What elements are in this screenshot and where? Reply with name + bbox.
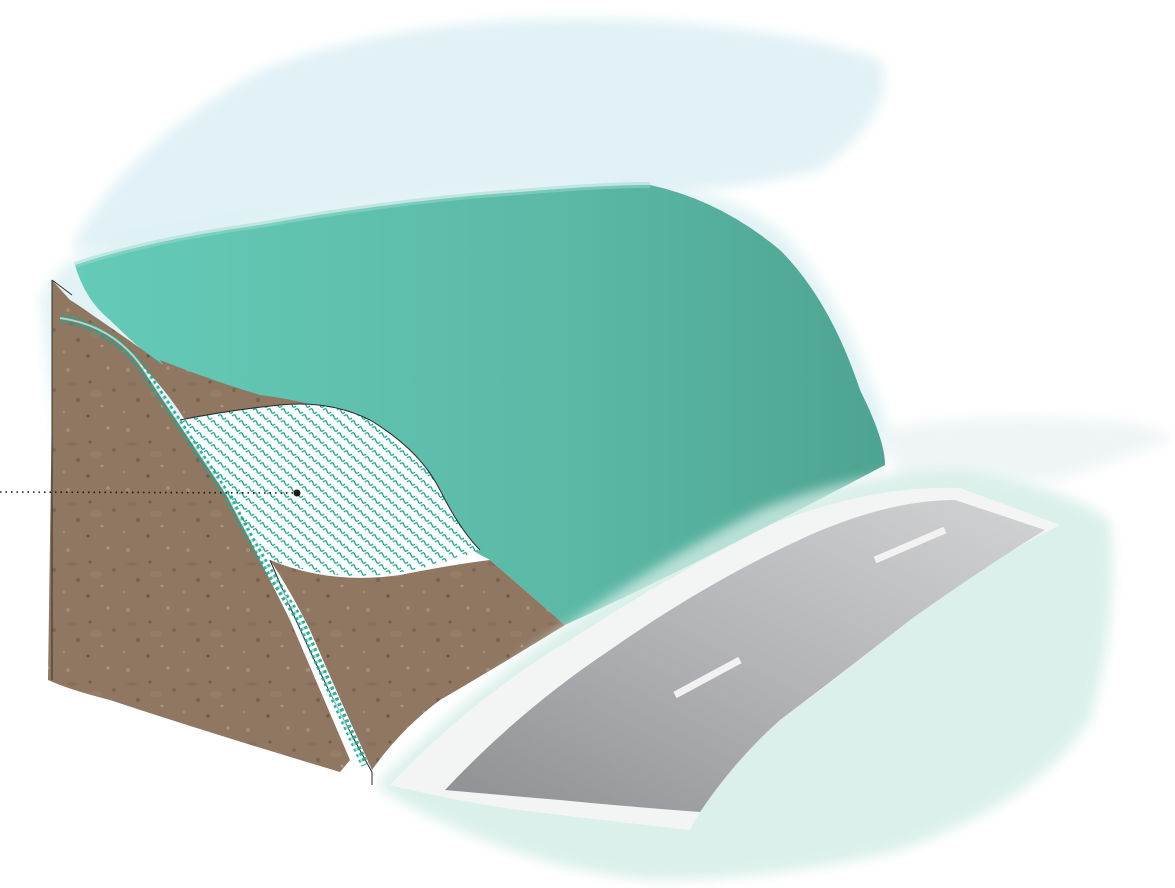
callout-dot (294, 490, 301, 497)
